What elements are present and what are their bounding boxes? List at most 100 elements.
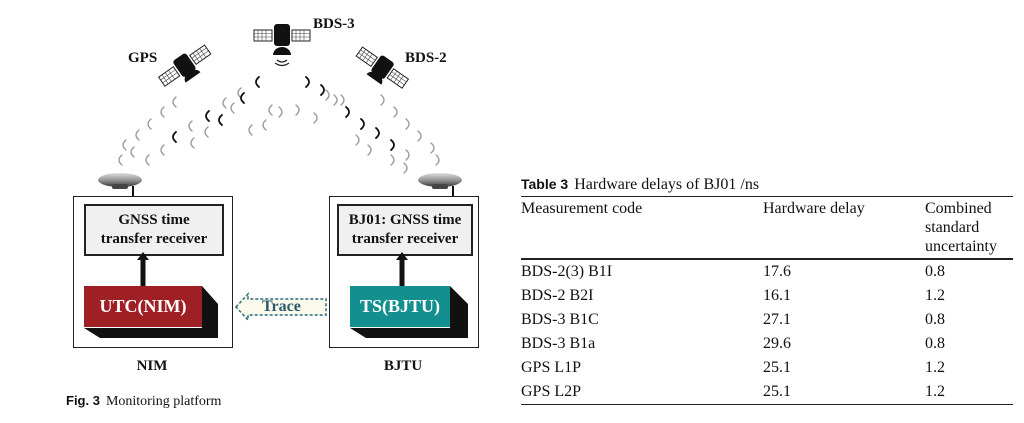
table-row: BDS-3 B1C 27.1 0.8 <box>521 308 1013 332</box>
cell-measurement-code: BDS-3 B1C <box>521 311 599 328</box>
signal-arc <box>205 110 210 122</box>
signal-waves <box>118 76 440 174</box>
signal-arc <box>320 84 325 96</box>
signal-arc <box>147 118 152 130</box>
signal-arc <box>340 94 345 106</box>
signal-arc <box>380 94 385 106</box>
satellite-bds2-icon <box>355 46 410 89</box>
signal-arc <box>130 146 135 158</box>
signal-arc <box>160 144 165 156</box>
signal-arc <box>313 112 318 124</box>
signal-arc <box>248 124 253 136</box>
signal-arc <box>325 89 330 101</box>
signal-arc <box>417 130 422 142</box>
signal-arc <box>333 94 338 106</box>
clock-shadow-nim <box>84 286 218 338</box>
receiver-bjtu: BJ01: GNSS time transfer receiver <box>337 204 473 256</box>
cell-hardware-delay: 16.1 <box>763 287 791 304</box>
receiver-nim-line1: GNSS time <box>118 212 190 228</box>
clock-utc-nim: UTC(NIM) <box>84 286 202 327</box>
figure-caption: Fig. 3 Monitoring platform <box>66 393 221 410</box>
table-title-number: Table 3 <box>521 176 569 192</box>
signal-arc <box>345 106 350 118</box>
receiver-nim-line2: transfer receiver <box>100 231 208 247</box>
signal-arc <box>393 106 398 118</box>
cell-uncertainty: 0.8 <box>925 311 945 328</box>
trace-label: Trace <box>262 298 301 315</box>
signal-arc <box>367 144 372 156</box>
clock-label-nim: UTC(NIM) <box>99 296 187 316</box>
cell-hardware-delay: 27.1 <box>763 311 791 328</box>
clock-shadow-bjtu <box>350 286 468 338</box>
signal-arc <box>222 97 227 109</box>
satellite-gps-icon <box>157 44 212 87</box>
signal-arc <box>262 119 267 131</box>
signal-arc <box>218 114 223 126</box>
cell-uncertainty: 0.8 <box>925 335 945 352</box>
signal-arc <box>190 137 195 149</box>
cell-uncertainty: 1.2 <box>925 383 945 400</box>
clock-label-bjtu: TS(BJTU) <box>359 296 440 316</box>
satellite-label-bds3: BDS-3 <box>313 16 355 32</box>
signal-arc <box>295 104 300 116</box>
signal-arc <box>375 127 380 139</box>
signal-arc <box>240 92 245 104</box>
clock-ts-bjtu: TS(BJTU) <box>350 286 450 327</box>
signal-arc <box>405 149 410 161</box>
cell-measurement-code: GPS L1P <box>521 359 582 376</box>
antenna-nim-icon <box>98 173 142 200</box>
receiver-bjtu-line1: BJ01: GNSS time <box>348 212 462 228</box>
receiver-bjtu-line2: transfer receiver <box>351 231 459 247</box>
cell-hardware-delay: 25.1 <box>763 383 791 400</box>
header-hardware-delay: Hardware delay <box>763 200 865 217</box>
cell-measurement-code: BDS-2 B2I <box>521 287 594 304</box>
figure-caption-text: Monitoring platform <box>105 394 222 409</box>
signal-arc <box>435 154 440 166</box>
signal-arc <box>188 120 193 132</box>
cell-measurement-code: BDS-2(3) B1I <box>521 263 613 280</box>
header-uncertainty: Combined standard uncertainty <box>925 200 997 255</box>
cell-uncertainty: 1.2 <box>925 359 945 376</box>
satellite-bds3-icon <box>253 24 311 67</box>
signal-arc <box>403 162 408 174</box>
signal-arc <box>278 106 283 118</box>
signal-arc <box>172 131 177 143</box>
receiver-nim: GNSS time transfer receiver <box>84 204 224 256</box>
signal-arc <box>204 126 209 138</box>
site-label-nim: NIM <box>136 358 168 374</box>
signal-arc <box>360 118 365 130</box>
signal-arc <box>390 139 395 151</box>
table-row: BDS-3 B1a 29.6 0.8 <box>521 332 1013 356</box>
hardware-delay-table: Measurement code Hardware delay Combined… <box>521 196 1013 405</box>
header-measurement-code: Measurement code <box>521 200 643 217</box>
trace-arrow-icon <box>234 292 327 322</box>
arrow-up-icon <box>396 252 408 288</box>
arrow-up-icon <box>137 252 149 288</box>
cell-hardware-delay: 29.6 <box>763 335 791 352</box>
table-header-row: Measurement code Hardware delay Combined… <box>521 196 1013 259</box>
signal-arc <box>122 139 127 151</box>
signal-arc <box>268 104 273 116</box>
cell-uncertainty: 0.8 <box>925 263 945 280</box>
signal-arc <box>118 154 123 166</box>
signal-arc <box>172 96 177 108</box>
signal-arc <box>145 154 150 166</box>
table-row: GPS L2P 25.1 1.2 <box>521 380 1013 405</box>
signal-arc <box>230 102 235 114</box>
satellite-label-gps: GPS <box>128 50 158 66</box>
signal-arc <box>237 87 242 99</box>
cell-measurement-code: BDS-3 B1a <box>521 335 596 352</box>
signal-arc <box>430 142 435 154</box>
satellite-label-bds2: BDS-2 <box>405 50 447 66</box>
signal-arc <box>305 76 310 88</box>
signal-arc <box>405 118 410 130</box>
signal-arc <box>135 129 140 141</box>
signal-arc <box>355 134 360 146</box>
table-row: BDS-2 B2I 16.1 1.2 <box>521 284 1013 308</box>
figure-caption-number: Fig. 3 <box>66 393 100 408</box>
cell-uncertainty: 1.2 <box>925 287 945 304</box>
cell-measurement-code: GPS L2P <box>521 383 582 400</box>
